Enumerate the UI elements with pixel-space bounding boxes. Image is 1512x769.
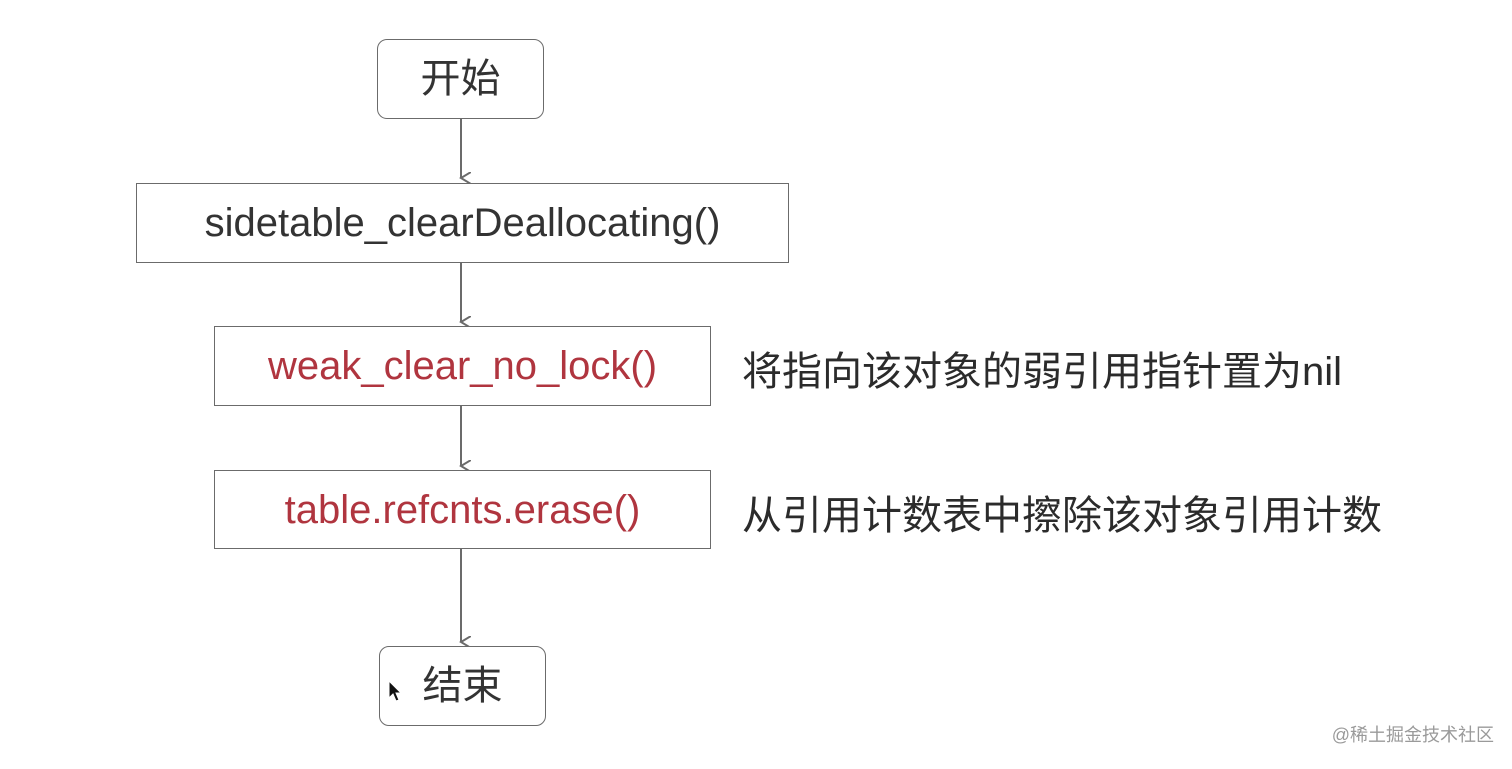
weak-clear-no-lock-node: weak_clear_no_lock() <box>214 326 711 406</box>
mouse-cursor-icon <box>388 680 402 702</box>
sidetable-clear-deallocating-node: sidetable_clearDeallocating() <box>136 183 789 263</box>
weak-clear-note: 将指向该对象的弱引用指针置为nil <box>742 350 1343 394</box>
start-label: 开始 <box>420 57 501 101</box>
table-erase-note: 从引用计数表中擦除该对象引用计数 <box>742 494 1382 538</box>
watermark: @稀土掘金技术社区 <box>1331 725 1494 745</box>
table-refcnts-erase-label: table.refcnts.erase() <box>284 487 641 532</box>
end-label: 结束 <box>422 664 503 708</box>
weak-clear-no-lock-label: weak_clear_no_lock() <box>267 344 658 388</box>
table-refcnts-erase-node: table.refcnts.erase() <box>214 470 711 549</box>
start-node: 开始 <box>377 39 544 119</box>
end-node: 结束 <box>379 646 546 726</box>
sidetable-clear-deallocating-label: sidetable_clearDeallocating() <box>204 201 721 245</box>
